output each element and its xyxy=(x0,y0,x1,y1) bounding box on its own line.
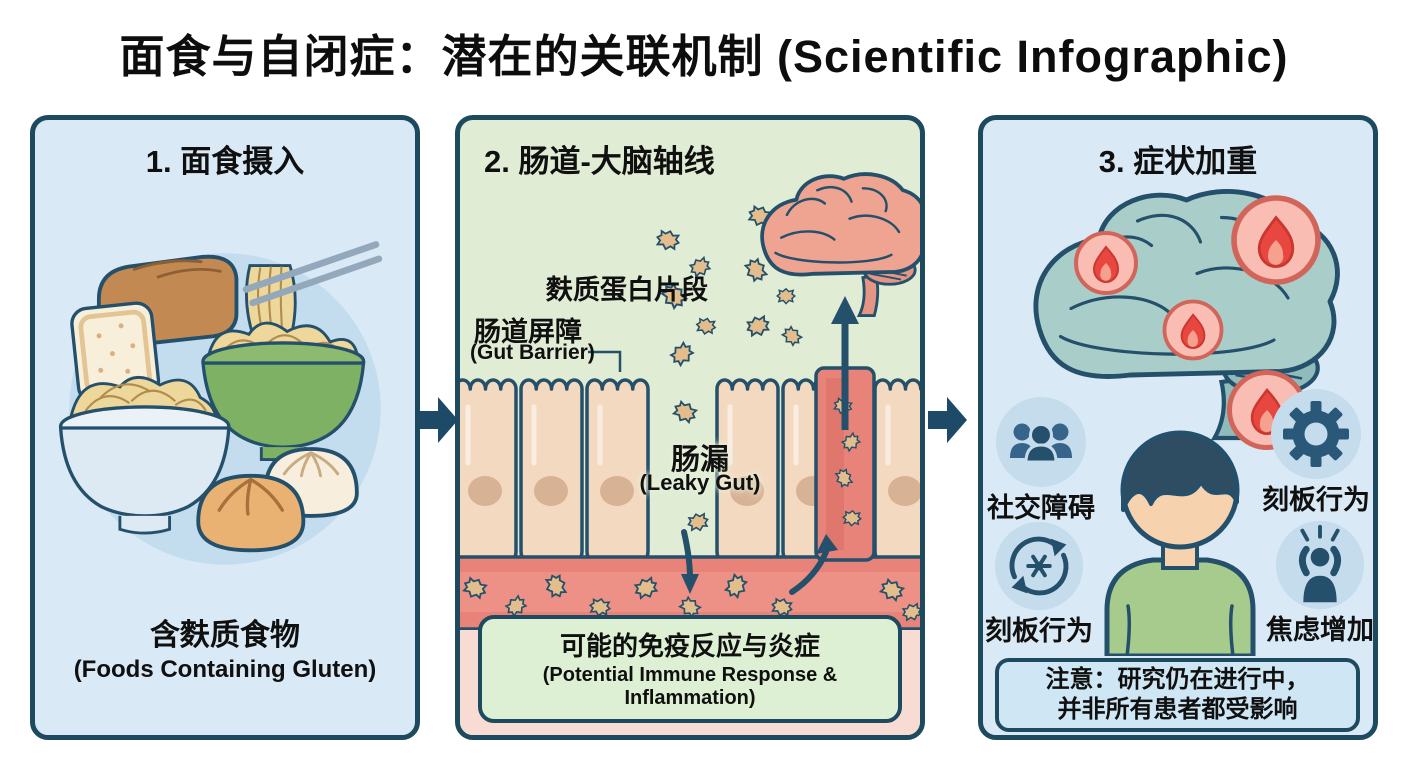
gear-icon xyxy=(1271,389,1361,479)
symptom-label: 社交障碍 xyxy=(987,493,1095,523)
immune-box-zh: 可能的免疫反应与炎症 xyxy=(559,631,820,661)
panel-noodle-intake: 1. 面食摄入 xyxy=(30,115,420,740)
note-box: 注意：研究仍在进行中， 并非所有患者都受影响 xyxy=(995,658,1360,732)
arrow-down-icon xyxy=(681,529,699,594)
child-figure-illustration xyxy=(1104,430,1256,656)
repetitive-cycle-icon xyxy=(994,521,1084,611)
symptom-label: 刻板行为 xyxy=(1262,485,1370,515)
blood-vessel-vertical xyxy=(814,366,876,562)
panel3-header: 3. 症状加重 xyxy=(1098,144,1258,179)
panel1-header: 1. 面食摄入 xyxy=(145,144,305,179)
brain-icon xyxy=(760,172,920,318)
note-line2: 并非所有患者都受影响 xyxy=(1057,696,1298,723)
anxiety-person-icon xyxy=(1275,520,1365,610)
symptom-stereotyped-gear: 刻板行为 xyxy=(1241,386,1391,517)
flame-icon xyxy=(1162,299,1224,361)
note-line1: 注意：研究仍在进行中， xyxy=(1045,666,1310,693)
page-title: 面食与自闭症：潜在的关联机制 (Scientific Infographic) xyxy=(119,31,1289,82)
symptom-anxiety: 焦虑增加 xyxy=(1245,518,1395,647)
symptom-label: 焦虑增加 xyxy=(1266,615,1374,645)
label-gut-barrier-zh: 肠道屏障 xyxy=(474,317,582,347)
shirt xyxy=(1104,557,1256,656)
hair xyxy=(1121,431,1239,512)
inflammation-strip: 可能的免疫反应与炎症 (Potential Immune Response & … xyxy=(460,615,920,735)
arrow-up-curve-icon xyxy=(789,534,838,595)
caption-en: (Foods Containing Gluten) xyxy=(73,656,377,683)
brain-inflammation-illustration xyxy=(1033,188,1340,464)
flame-icon xyxy=(1234,198,1318,282)
arrow-right-icon xyxy=(419,397,458,443)
label-gut-barrier-en: (Gut Barrier) xyxy=(470,341,595,364)
label-leaky-gut-zh: 肠漏 xyxy=(670,444,729,476)
arrow-right-icon xyxy=(928,397,967,443)
immune-response-box: 可能的免疫反应与炎症 (Potential Immune Response & … xyxy=(478,615,902,723)
symptom-label: 刻板行为 xyxy=(985,616,1093,646)
immune-box-en: (Potential Immune Response & Inflammatio… xyxy=(542,664,838,709)
gut-barrier-pointer-line xyxy=(588,350,622,372)
gut-brain-illustration xyxy=(460,172,920,631)
panel-gut-brain-axis: 2. 肠道-大脑轴线 xyxy=(455,115,925,740)
noodle-bowl-white-icon xyxy=(58,375,231,535)
caption-zh: 含麩质食物 xyxy=(150,619,300,652)
panel2-header: 2. 肠道-大脑轴线 xyxy=(484,144,715,179)
label-leaky-gut-en: (Leaky Gut) xyxy=(639,470,761,495)
arrow-up-icon xyxy=(831,296,859,430)
symptom-social: 社交障碍 xyxy=(966,394,1116,525)
people-group-icon xyxy=(996,397,1086,487)
panel1-caption: 含麩质食物 (Foods Containing Gluten) xyxy=(35,610,415,684)
flame-icon xyxy=(1074,231,1138,295)
bread-roll-icon xyxy=(196,473,306,553)
symptom-repetitive: 刻板行为 xyxy=(964,519,1114,648)
label-gluten-fragments: 麩质蛋白片段 xyxy=(546,275,708,305)
panel-symptom-worsening: 3. 症状加重 xyxy=(978,115,1378,740)
gluten-foods-illustration xyxy=(58,241,383,565)
noodle-bowl-green-icon xyxy=(201,321,366,461)
